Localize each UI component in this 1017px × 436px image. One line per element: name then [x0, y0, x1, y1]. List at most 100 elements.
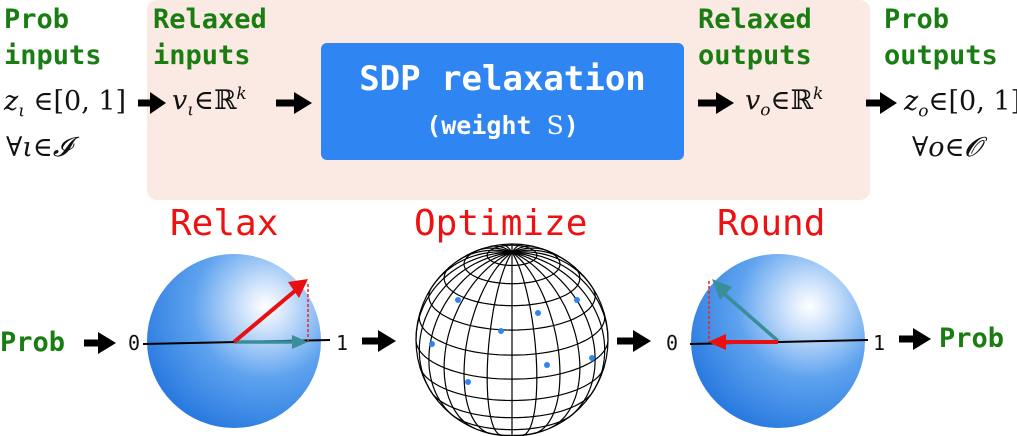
- sdp-relaxation-box: SDP relaxation (weight S): [321, 43, 684, 160]
- globe-meridian: [511, 251, 561, 435]
- round-tick-zero: 0: [666, 331, 679, 355]
- round-value-label: 0.3: [699, 356, 736, 380]
- globe-meridian: [511, 243, 523, 253]
- globe-meridian: [511, 247, 550, 253]
- round-sphere: [689, 254, 869, 428]
- v-output-set: ℝ: [790, 85, 813, 116]
- globe-meridian: [511, 251, 538, 436]
- v-input-set: ℝ: [213, 85, 237, 116]
- forall-input-rel: ∈: [32, 132, 53, 163]
- z-input-expression: zι ∈[0, 1]: [4, 86, 126, 121]
- relax-sphere: [142, 254, 331, 428]
- globe-meridian: [474, 247, 513, 253]
- globe-parallel: [486, 244, 538, 267]
- stage-round-title: Round: [717, 203, 826, 244]
- globe-meridian: [443, 251, 513, 430]
- forall-input-expression: ∀ι∈𝓘: [6, 132, 71, 164]
- z-output-expression: zo∈[0, 1]: [904, 86, 1017, 121]
- z-input-var: z: [4, 86, 19, 117]
- globe-meridian: [511, 251, 609, 341]
- forall-output-rel: ∈: [944, 132, 965, 163]
- prob-inputs-label: Prob inputs: [4, 2, 102, 74]
- globe-meridian: [463, 251, 513, 435]
- v-input-sup: k: [236, 84, 247, 104]
- arrow-prob-to-relax: [84, 332, 116, 354]
- forall-output-expression: ∀o∈𝓞: [912, 132, 982, 164]
- globe-meridian: [511, 251, 606, 393]
- forall-output-set: 𝓞: [964, 132, 982, 163]
- sdp-weight-symbol: S: [546, 111, 564, 140]
- optimize-sphere: [415, 243, 609, 436]
- sdp-subtitle-suffix: ): [563, 111, 579, 140]
- forall-output-quantifier: ∀: [912, 132, 929, 163]
- stage-relax-title: Relax: [170, 203, 279, 244]
- globe-meridian: [490, 245, 513, 253]
- sdp-subtitle-prefix: (weight: [426, 111, 547, 140]
- z-output-sub: o: [918, 101, 929, 122]
- globe-parallel: [419, 366, 605, 402]
- v-output-rel: ∈: [770, 85, 791, 116]
- globe-meridian: [431, 251, 513, 288]
- globe-meridian: [456, 249, 513, 263]
- arrow-relaxed-outputs-to-prob: [866, 92, 897, 114]
- globe-meridian: [415, 251, 513, 341]
- stage-optimize-title: Optimize: [414, 203, 588, 244]
- v-output-sub: o: [760, 100, 771, 121]
- arrow-round-to-prob: [899, 328, 931, 350]
- forall-output-var: o: [928, 132, 945, 163]
- v-input-var: v: [172, 85, 188, 116]
- relaxed-outputs-line1: Relaxed: [698, 4, 812, 35]
- forall-input-set: 𝓘: [52, 132, 72, 163]
- prob-left-label: Prob: [0, 327, 66, 358]
- relax-value-label: 0.7: [276, 356, 313, 380]
- globe-meridian: [511, 245, 534, 253]
- globe-parallel: [450, 413, 574, 431]
- v-output-expression: vo∈ℝk: [745, 84, 823, 120]
- z-output-set: [0, 1]: [948, 86, 1017, 117]
- prob-right-label: Prob: [939, 323, 1005, 354]
- z-input-set: [0, 1]: [53, 86, 127, 117]
- globe-parallel: [428, 287, 596, 331]
- prob-outputs-line1: Prob: [884, 4, 950, 35]
- z-input-sub: ι: [18, 101, 25, 122]
- globe-meridian: [511, 249, 568, 263]
- v-input-expression: vι∈ℝk: [172, 84, 247, 120]
- v-output-var: v: [745, 85, 761, 116]
- relax-tick-one: 1: [336, 331, 349, 355]
- globe-parallel: [443, 265, 581, 307]
- sdp-subtitle: (weight S): [321, 110, 684, 142]
- z-output-var: z: [904, 86, 919, 117]
- forall-input-quantifier: ∀: [6, 132, 23, 163]
- relaxed-outputs-line2: outputs: [698, 40, 812, 71]
- globe-meridian: [418, 251, 513, 393]
- globe-parallel: [415, 341, 609, 380]
- globe-parallel: [480, 430, 544, 436]
- arrow-relax-to-optimize: [362, 330, 396, 352]
- relaxed-inputs-line1: Relaxed: [153, 4, 267, 35]
- prob-outputs-label: Prob outputs: [884, 2, 998, 74]
- prob-outputs-line2: outputs: [884, 40, 998, 71]
- relaxed-inputs-line2: inputs: [153, 40, 251, 71]
- globe-parallel: [418, 313, 606, 356]
- sdp-title: SDP relaxation: [359, 59, 646, 99]
- globe-meridian: [511, 251, 593, 288]
- globe-parallel: [463, 247, 561, 285]
- prob-inputs-line1: Prob: [4, 4, 70, 35]
- relaxed-outputs-label: Relaxed outputs: [698, 2, 812, 74]
- globe-parallel: [430, 391, 594, 419]
- v-input-sub: ι: [187, 100, 194, 121]
- globe-meridian: [501, 243, 513, 253]
- relax-tick-zero: 0: [128, 331, 141, 355]
- z-input-rel: ∈: [24, 86, 54, 117]
- globe-meridian: [511, 251, 596, 419]
- v-input-rel: ∈: [193, 85, 214, 116]
- z-output-rel: ∈: [928, 86, 949, 117]
- arrow-optimize-to-round: [617, 330, 651, 352]
- optimize-points: [429, 297, 595, 385]
- globe-meridian: [428, 251, 513, 419]
- globe-meridian: [486, 251, 513, 436]
- globe-meridian: [511, 251, 581, 430]
- v-output-sup: k: [812, 84, 824, 104]
- relaxed-inputs-label: Relaxed inputs: [153, 2, 267, 74]
- forall-input-var: ι: [22, 132, 33, 163]
